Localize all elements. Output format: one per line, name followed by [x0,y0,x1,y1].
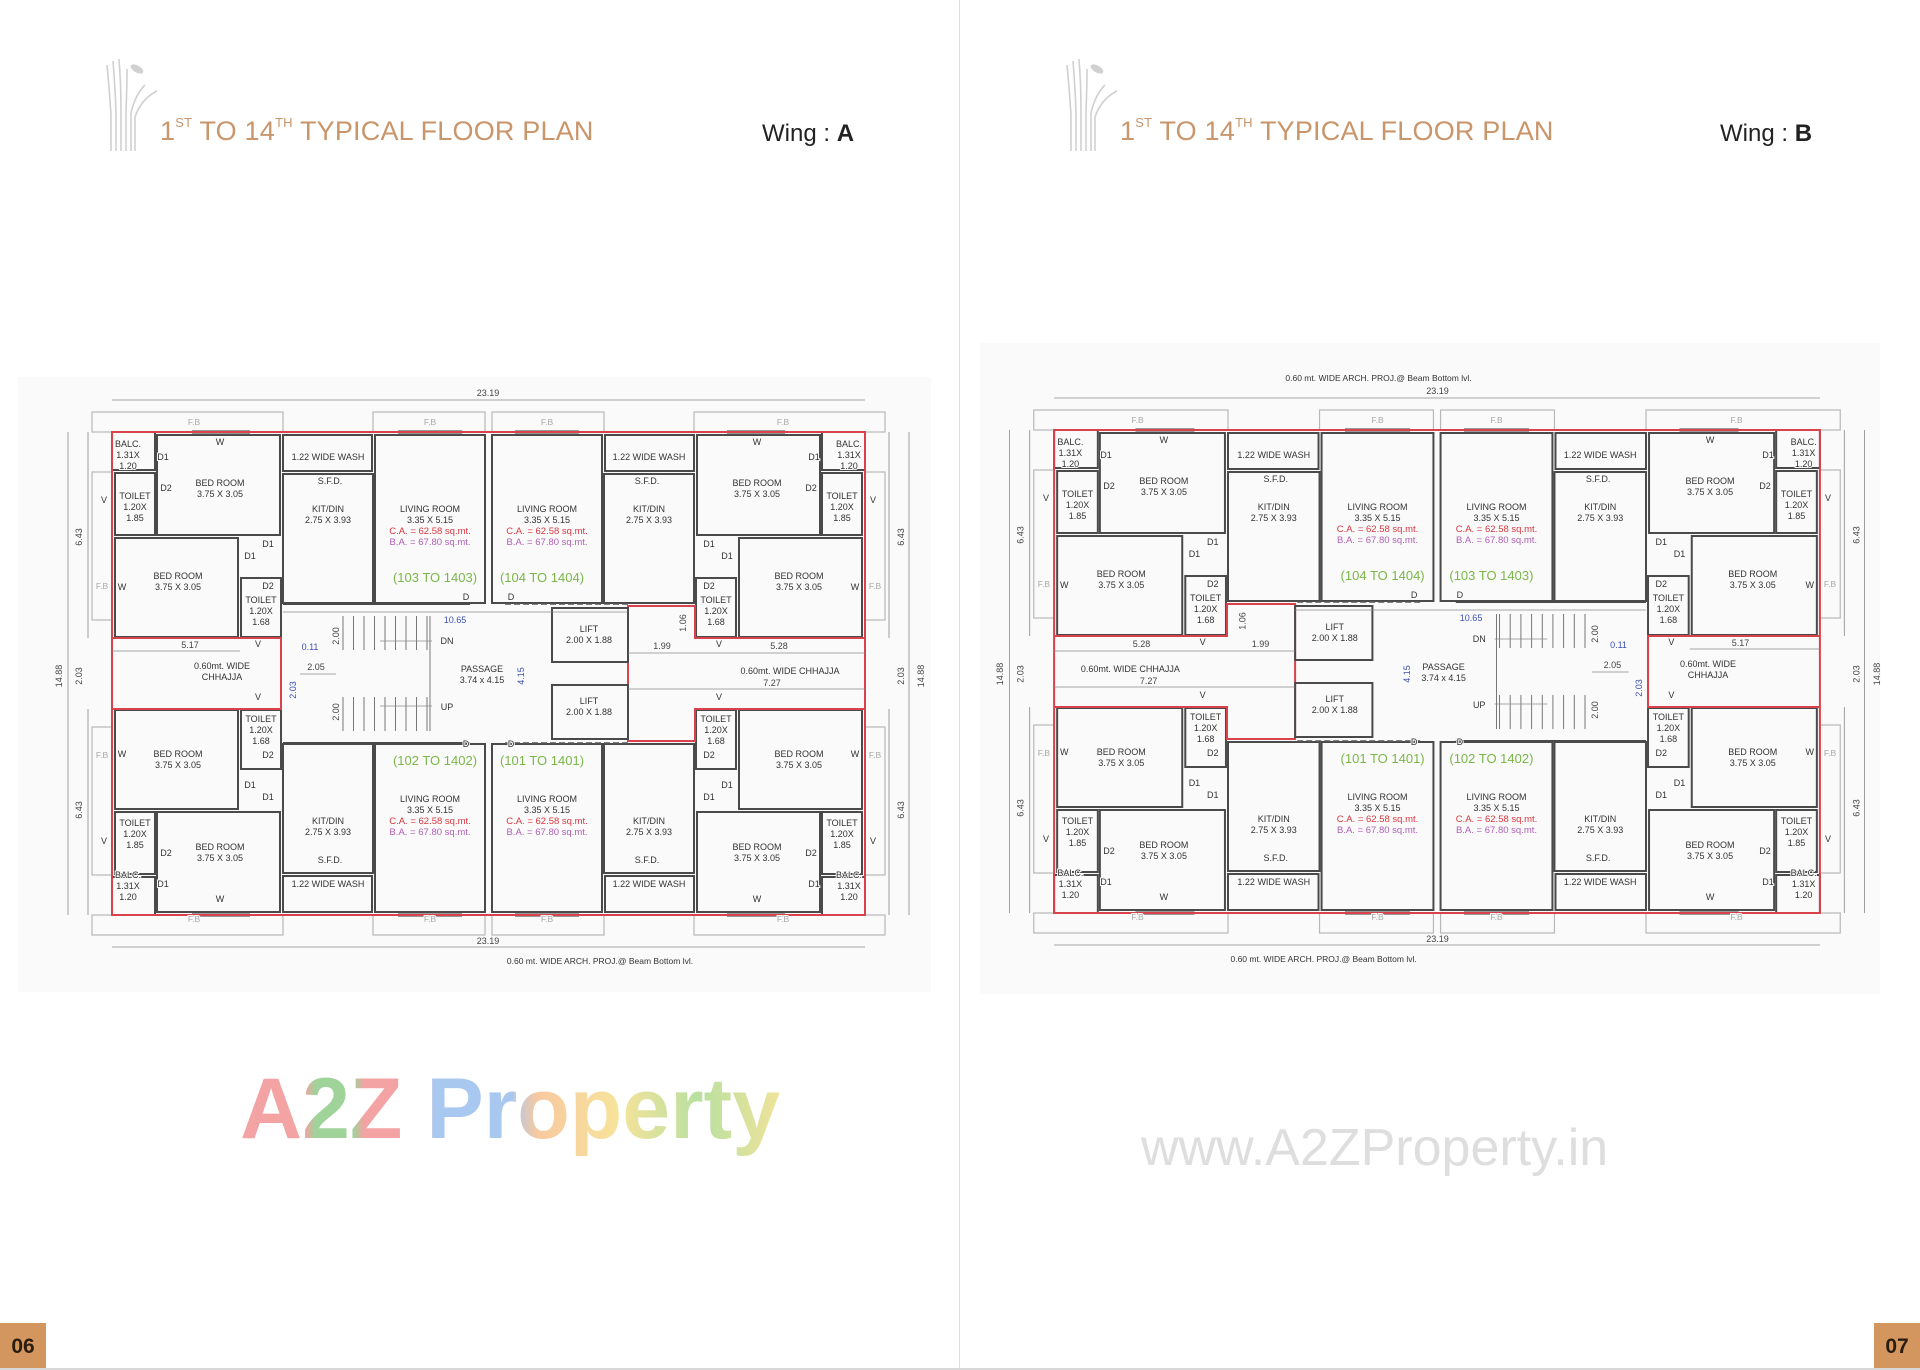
title-sup: ST [175,115,193,130]
title-part: TYPICAL FLOOR PLAN [1252,116,1554,146]
page-divider [959,0,960,1370]
title-part: TO 14 [192,116,275,146]
brand-logo-icon [1066,58,1118,151]
wing-letter: B [1794,120,1813,147]
title-sup: TH [1235,115,1253,130]
brand-logo-icon [106,58,158,151]
title-part: 1 [160,116,176,146]
wing-label: Wing : A [762,120,854,148]
watermark-logo: A2Z Property [240,1061,781,1157]
wing-prefix: Wing : [1720,120,1795,147]
page-07: 1ST TO 14TH TYPICAL FLOOR PLAN Wing : B … [960,0,1920,1370]
wing-label: Wing : B [1720,120,1812,148]
title-part: TO 14 [1152,116,1235,146]
watermark-url: www.A2ZProperty.in [1141,1119,1609,1177]
page-number: 07 [1874,1323,1920,1370]
title-sup: TH [275,115,293,130]
page-number: 06 [0,1323,46,1370]
title-part: 1 [1120,116,1136,146]
page-title: 1ST TO 14TH TYPICAL FLOOR PLAN [160,115,594,147]
title-sup: ST [1135,115,1153,130]
page-title: 1ST TO 14TH TYPICAL FLOOR PLAN [1120,115,1554,147]
wing-letter: A [836,120,855,147]
wing-prefix: Wing : [762,120,837,147]
title-part: TYPICAL FLOOR PLAN [292,116,594,146]
bottom-rule [0,1368,1920,1370]
page-06: 1ST TO 14TH TYPICAL FLOOR PLAN Wing : A … [0,58,854,1370]
